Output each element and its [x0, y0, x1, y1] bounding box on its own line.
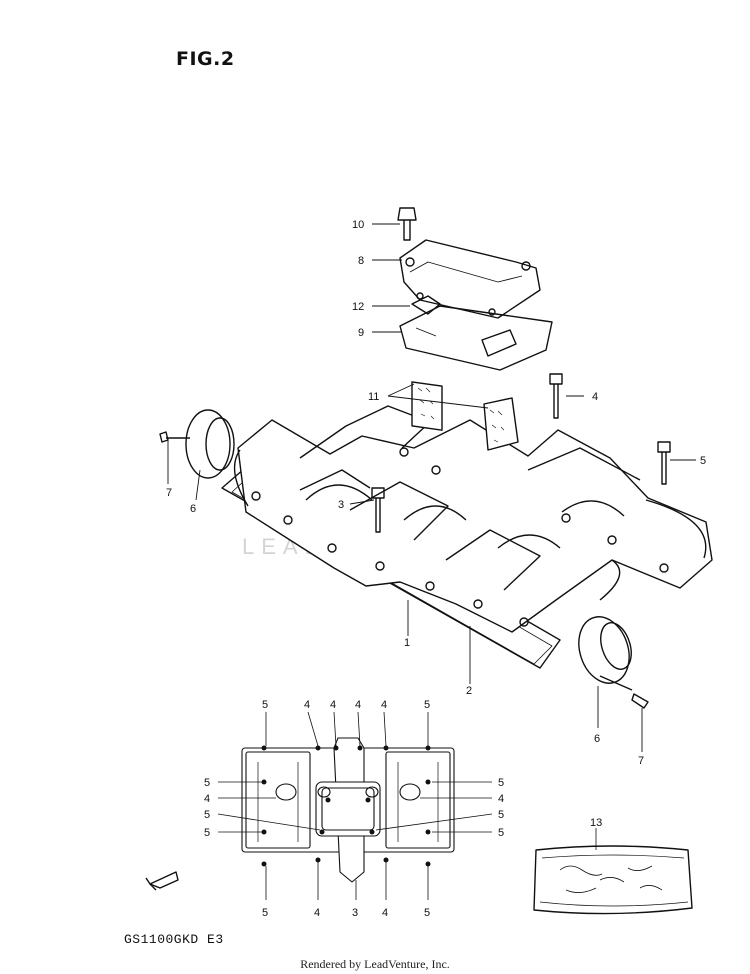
callout-9: 9: [358, 327, 364, 339]
gasket-kit-bag: [533, 828, 693, 915]
callout-layout-left-1: 5: [204, 777, 210, 789]
breather-gasket-upper: [411, 295, 441, 315]
credit-line: Rendered by LeadVenture, Inc.: [300, 957, 450, 971]
callout-13: 13: [590, 817, 602, 829]
cap-bolt-right: [599, 675, 649, 709]
callout-1: 1: [404, 637, 410, 649]
figure-title: FIG.2: [176, 48, 235, 70]
callout-layout-bottom-3: 3: [352, 907, 358, 919]
callout-layout-left-4: 5: [204, 827, 210, 839]
bolt-4-upper: [549, 373, 563, 419]
callout-layout-bottom-1: 5: [262, 907, 268, 919]
callouts-layout-left: 5 4 5 5: [204, 777, 210, 839]
callouts-layout-top: 5 4 4 4 4 5: [262, 699, 430, 711]
callout-4: 4: [592, 391, 598, 403]
callout-layout-top-2: 4: [304, 699, 310, 711]
callout-layout-right-3: 5: [498, 809, 504, 821]
callout-3: 3: [338, 499, 344, 511]
callouts-main: 10 8 12 9 11 4 5 7 6 3 1 2 6 7: [166, 219, 706, 767]
bolt-5-right: [657, 441, 671, 485]
callout-6-left: 6: [190, 503, 196, 515]
callouts-layout-bottom: 5 4 3 4 5: [262, 907, 430, 919]
callout-2: 2: [466, 685, 472, 697]
bolt-3: [371, 487, 385, 533]
callout-layout-bottom-5: 5: [424, 907, 430, 919]
front-arrow-icon: [145, 871, 179, 891]
callout-layout-bottom-4: 4: [382, 907, 388, 919]
callout-layout-bottom-2: 4: [314, 907, 320, 919]
callout-layout-top-3: 4: [330, 699, 336, 711]
callout-layout-top-1: 5: [262, 699, 268, 711]
breather-gasket: [399, 305, 553, 371]
callout-layout-right-2: 4: [498, 793, 504, 805]
callout-7-left: 7: [166, 487, 172, 499]
cylinder-head-cover: [237, 419, 713, 633]
callout-5: 5: [700, 455, 706, 467]
callout-12: 12: [352, 301, 364, 313]
cam-end-cap-left: [185, 409, 231, 479]
callout-7-right: 7: [638, 755, 644, 767]
callouts-layout-right: 5 4 5 5: [498, 777, 504, 839]
callout-11: 11: [368, 391, 379, 403]
callout-layout-left-2: 4: [204, 793, 210, 805]
breather-element-c: [481, 329, 517, 357]
model-code: GS1100GKD E3: [124, 932, 224, 947]
callout-layout-right-4: 5: [498, 827, 504, 839]
breather-element-b: [483, 397, 519, 451]
callout-10: 10: [352, 219, 364, 231]
bolt-10: [397, 207, 417, 241]
callout-layout-right-1: 5: [498, 777, 504, 789]
callout-layout-top-6: 5: [424, 699, 430, 711]
callout-layout-top-4: 4: [355, 699, 361, 711]
callout-layout-left-3: 5: [204, 809, 210, 821]
bolt-layout-plan-view: [217, 711, 493, 900]
callout-6-right: 6: [594, 733, 600, 745]
breather-element-a: [411, 381, 443, 431]
callout-8: 8: [358, 255, 364, 267]
breather-cover-plate: [399, 239, 541, 319]
callout-layout-top-5: 4: [381, 699, 387, 711]
